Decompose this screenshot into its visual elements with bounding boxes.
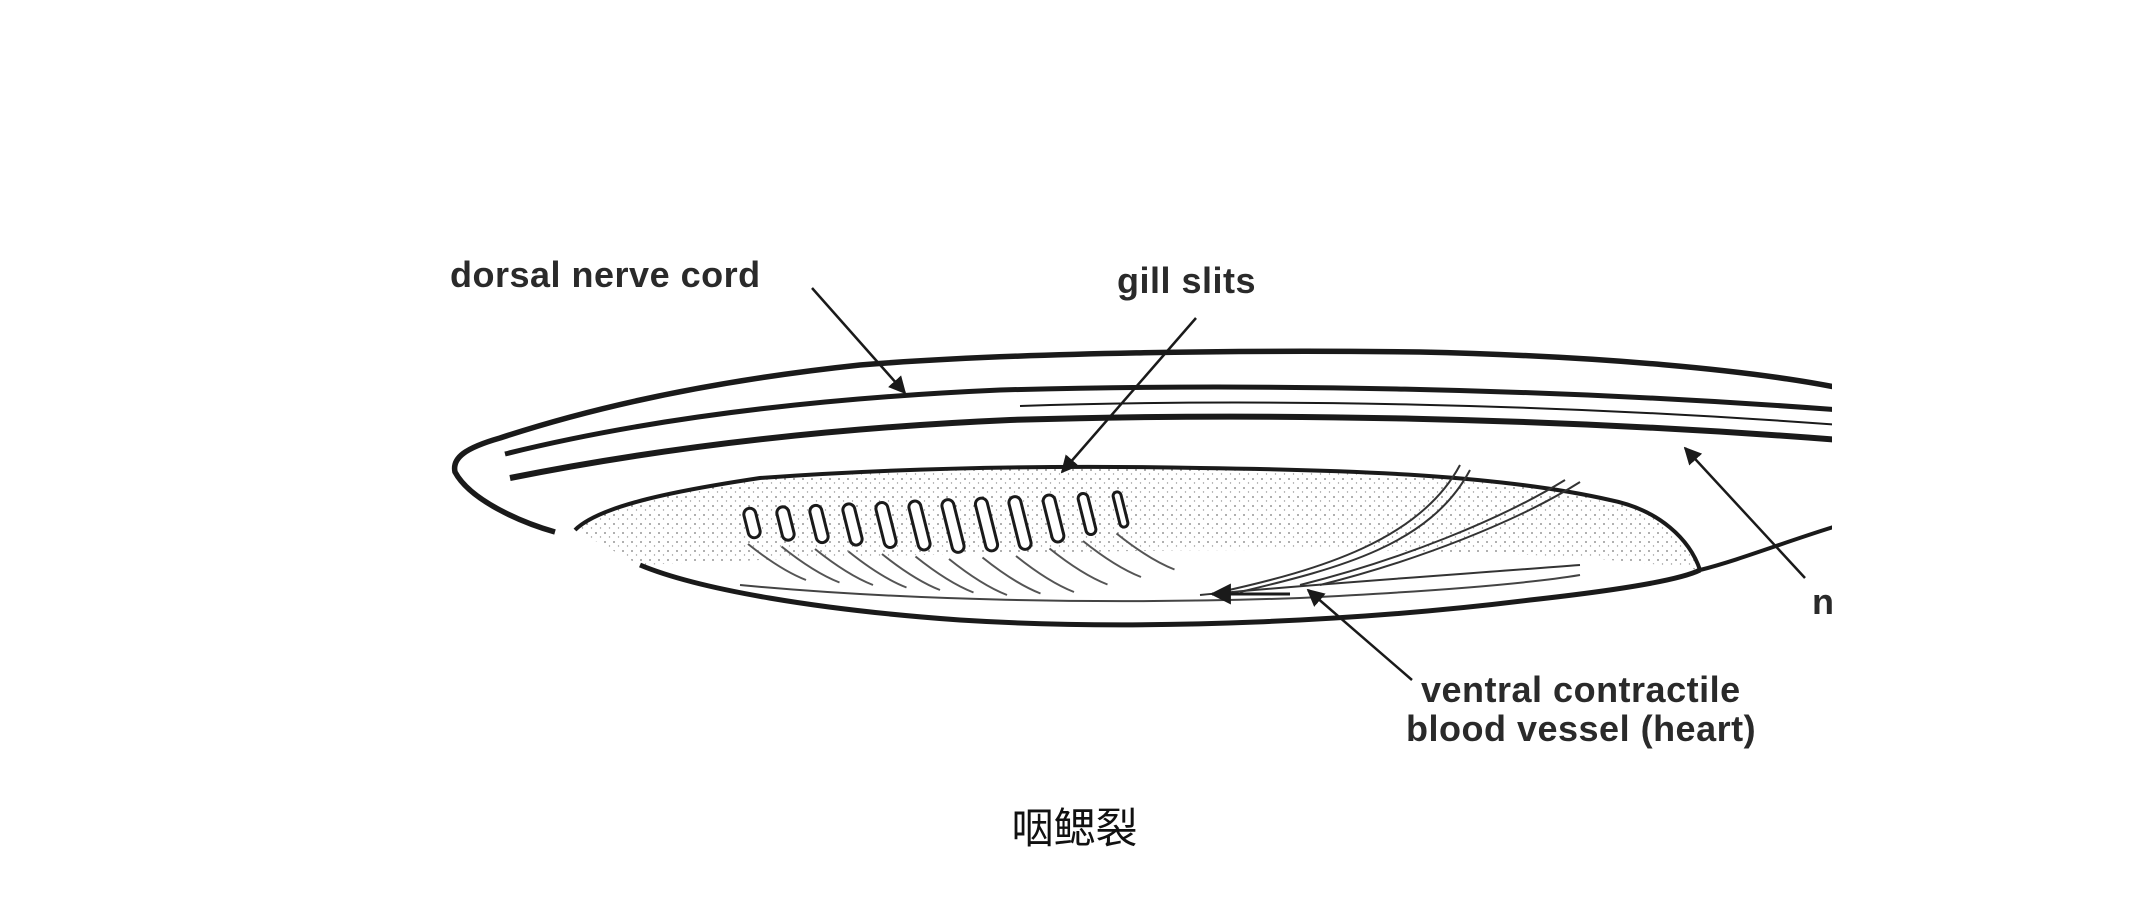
gill-slits-group (742, 490, 1175, 596)
vessel-strand-4 (1319, 481, 1581, 586)
gill-bar (1015, 555, 1075, 593)
gill-bar (981, 556, 1041, 595)
gill-bar (814, 548, 874, 586)
gill-slit (1111, 490, 1130, 529)
pharynx-boundary (573, 464, 1702, 571)
gill-bar (1115, 532, 1175, 571)
label-ventral-vessel-line1: ventral contractile (1421, 669, 1741, 710)
gill-slit (907, 499, 932, 552)
label-dorsal-nerve-cord: dorsal nerve cord (450, 254, 761, 295)
pointer-ventral (1306, 588, 1413, 681)
gill-bar (847, 550, 907, 589)
dorsal-line-1 (504, 384, 1832, 457)
vessel-strand-3 (1299, 479, 1566, 586)
label-partial-right: n (1812, 581, 1835, 622)
dorsal-line-3 (1019, 401, 1832, 426)
body-outline-group (451, 348, 1832, 628)
gill-bar (914, 555, 974, 594)
gill-slit (808, 503, 830, 545)
gill-bar (881, 553, 941, 591)
pointer-gill (1060, 317, 1197, 474)
label-gill-slits: gill slits (1117, 260, 1257, 301)
tail-lower-outline (1699, 525, 1832, 572)
gill-bar (1048, 547, 1108, 586)
gill-bar (747, 543, 807, 581)
gill-slit (1007, 495, 1033, 551)
gill-slit (940, 498, 966, 554)
body-upper-outline (451, 348, 1832, 535)
pointer-notochord (1683, 446, 1806, 579)
gill-bar (780, 545, 840, 584)
gill-slit (742, 506, 762, 540)
gill-slit (973, 496, 1000, 553)
figure-caption: 咽鳃裂 (1011, 804, 1138, 853)
pointer-dorsal (811, 287, 907, 395)
gill-slit (1041, 493, 1066, 544)
gill-slit (874, 501, 898, 549)
vessel-strand-1 (1219, 464, 1461, 593)
vessel-strand-5 (1199, 564, 1581, 596)
gill-bar (948, 558, 1008, 596)
gill-slit (1076, 491, 1098, 537)
label-ventral-vessel-line2: blood vessel (heart) (1406, 708, 1757, 749)
gill-bar (1082, 540, 1142, 578)
vessel-strand-2 (1239, 469, 1471, 593)
body-lower-outline (639, 562, 1702, 628)
ventral-inner-line (739, 574, 1581, 603)
dorsal-line-2 (509, 413, 1832, 481)
gill-slit (841, 502, 864, 547)
gill-slit (775, 505, 796, 542)
